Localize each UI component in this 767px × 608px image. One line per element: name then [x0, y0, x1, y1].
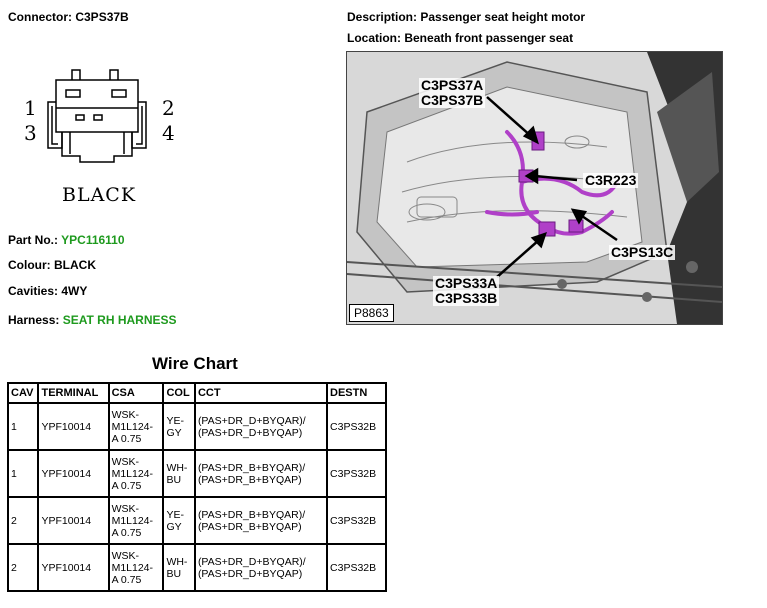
cell-col: YE-GY [162, 496, 196, 545]
cell-col: WH-BU [162, 543, 196, 592]
wire-chart-table: CAV TERMINAL CSA COL CCT DESTN 1 YPF1001… [6, 382, 387, 592]
table-row: 1 YPF10014 WSK-M1L124-A 0.75 YE-GY (PAS+… [6, 402, 387, 451]
callout-c3ps37: C3PS37A C3PS37B [419, 77, 486, 108]
cell-csa: WSK-M1L124-A 0.75 [107, 449, 165, 498]
connector-value: C3PS37B [75, 10, 129, 24]
plate-number: P8863 [349, 304, 394, 322]
callout-c3ps37a: C3PS37A [421, 77, 484, 93]
location-line: Location: Beneath front passenger seat [347, 31, 573, 45]
connector-line: Connector: C3PS37B [8, 10, 129, 24]
part-no-label: Part No.: [8, 233, 59, 247]
harness-label: Harness: [8, 313, 60, 327]
pin-2-label: 2 [162, 96, 175, 120]
callout-c3ps13c: C3PS13C [609, 244, 676, 260]
cell-cct: (PAS+DR_D+BYQAR)/(PAS+DR_D+BYQAP) [193, 402, 329, 451]
cavities-label: Cavities: [8, 284, 59, 298]
cell-col: YE-GY [162, 402, 196, 451]
cavities-value: 4WY [61, 284, 88, 298]
cell-cct: (PAS+DR_B+BYQAR)/(PAS+DR_B+BYQAP) [193, 449, 329, 498]
harness-value[interactable]: SEAT RH HARNESS [62, 313, 177, 327]
colour-value: BLACK [54, 258, 96, 272]
callout-c3ps33a: C3PS33A [435, 275, 498, 291]
harness-line: Harness: SEAT RH HARNESS [8, 313, 177, 327]
cell-csa: WSK-M1L124-A 0.75 [107, 402, 165, 451]
location-label: Location: [347, 31, 401, 45]
cell-destn: C3PS32B [326, 449, 387, 498]
cell-cav: 1 [6, 449, 40, 498]
location-value: Beneath front passenger seat [404, 31, 574, 45]
description-value: Passenger seat height motor [420, 10, 586, 24]
description-label: Description: [347, 10, 418, 24]
connector-label: Connector: [8, 10, 72, 24]
cell-terminal: YPF10014 [37, 543, 110, 592]
cavities-line: Cavities: 4WY [8, 284, 87, 298]
pin-3-label: 3 [24, 121, 37, 145]
cell-csa: WSK-M1L124-A 0.75 [107, 496, 165, 545]
part-no-value[interactable]: YPC116110 [61, 233, 125, 247]
colour-label: Colour: [8, 258, 51, 272]
callout-c3ps37b: C3PS37B [421, 92, 484, 108]
callout-c3ps33: C3PS33A C3PS33B [433, 275, 500, 306]
cell-cct: (PAS+DR_D+BYQAR)/(PAS+DR_D+BYQAP) [193, 543, 329, 592]
connector-face-diagram [47, 69, 147, 163]
cell-destn: C3PS32B [326, 496, 387, 545]
header-cct: CCT [193, 382, 329, 404]
header-cav: CAV [6, 382, 40, 404]
seat-frame-illustration [347, 52, 722, 324]
wire-chart-header-row: CAV TERMINAL CSA COL CCT DESTN [6, 382, 387, 404]
wire-chart-title: Wire Chart [152, 354, 238, 373]
table-row: 2 YPF10014 WSK-M1L124-A 0.75 YE-GY (PAS+… [6, 496, 387, 545]
callout-c3r223: C3R223 [583, 172, 639, 188]
pin-1-label: 1 [24, 96, 37, 120]
cell-cav: 2 [6, 543, 40, 592]
location-photo: C3PS37A C3PS37B C3R223 C3PS13C C3PS33A C… [346, 51, 723, 325]
header-destn: DESTN [326, 382, 387, 404]
cell-destn: C3PS32B [326, 543, 387, 592]
pin-4-label: 4 [162, 121, 175, 145]
cell-cav: 2 [6, 496, 40, 545]
cell-cav: 1 [6, 402, 40, 451]
header-csa: CSA [107, 382, 165, 404]
header-col: COL [162, 382, 196, 404]
colour-line: Colour: BLACK [8, 258, 96, 272]
table-row: 2 YPF10014 WSK-M1L124-A 0.75 WH-BU (PAS+… [6, 543, 387, 592]
cell-destn: C3PS32B [326, 402, 387, 451]
header-terminal: TERMINAL [37, 382, 110, 404]
cell-cct: (PAS+DR_B+BYQAR)/(PAS+DR_B+BYQAP) [193, 496, 329, 545]
callout-c3ps33b: C3PS33B [435, 290, 498, 306]
cell-terminal: YPF10014 [37, 402, 110, 451]
table-row: 1 YPF10014 WSK-M1L124-A 0.75 WH-BU (PAS+… [6, 449, 387, 498]
cell-csa: WSK-M1L124-A 0.75 [107, 543, 165, 592]
description-line: Description: Passenger seat height motor [347, 10, 585, 24]
cell-terminal: YPF10014 [37, 496, 110, 545]
connector-color-caption: BLACK [62, 184, 137, 206]
cell-terminal: YPF10014 [37, 449, 110, 498]
part-no-line: Part No.: YPC116110 [8, 233, 125, 247]
cell-col: WH-BU [162, 449, 196, 498]
